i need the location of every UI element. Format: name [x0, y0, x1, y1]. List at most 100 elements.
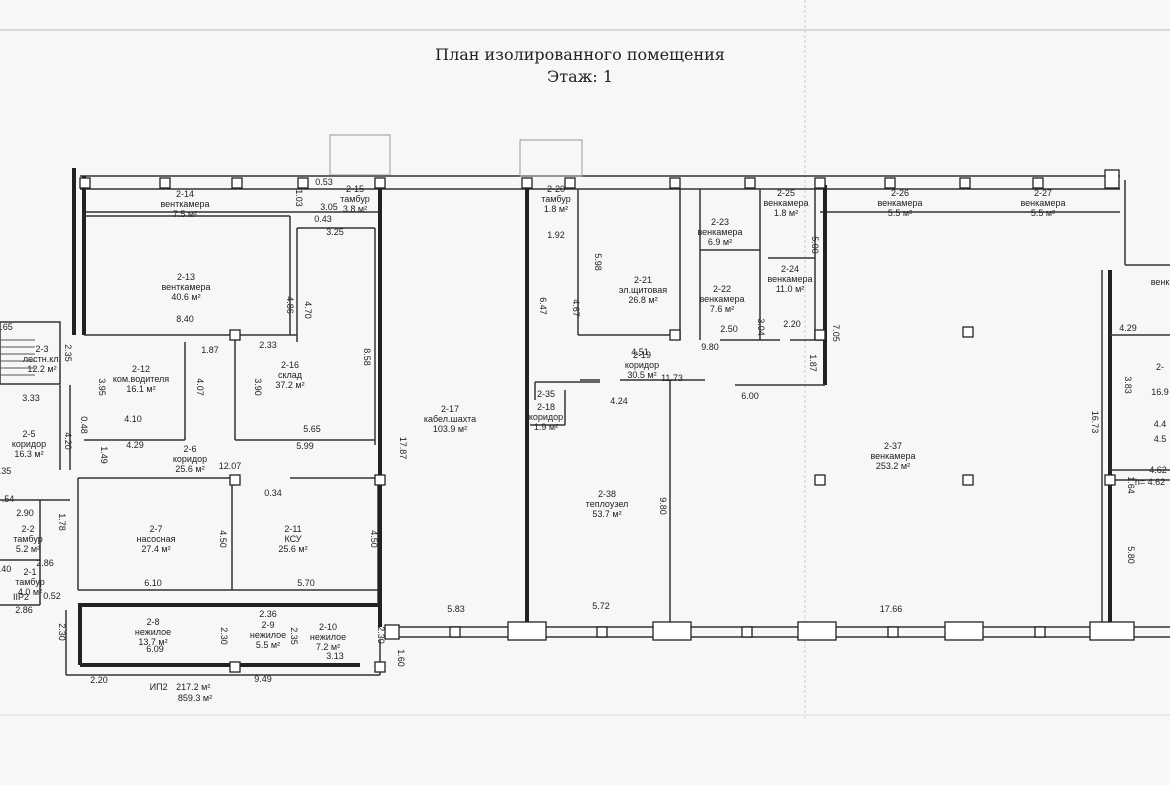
edge-text: 4.62: [1149, 465, 1167, 475]
dimension-label: 4.50: [218, 530, 228, 548]
dimension-label: 6.47: [538, 297, 548, 315]
dimension-label: 2.86: [15, 605, 33, 615]
dimension-label: 4.50: [369, 530, 379, 548]
dimension-label: 5.65: [303, 424, 321, 434]
dimension-label: 3.33: [22, 393, 40, 403]
edge-text: IIP2: [13, 592, 29, 602]
dimension-label: 5.83: [447, 604, 465, 614]
dimension-label: 2.36: [259, 609, 277, 619]
dimension-label: 6.10: [144, 578, 162, 588]
dimension-label: 0.53: [315, 177, 333, 187]
dimension-label: 6.09: [146, 644, 164, 654]
dimension-label: 17.87: [398, 437, 408, 460]
dimension-label: 3.05: [320, 202, 338, 212]
dimension-label: 3.25: [326, 227, 344, 237]
interior-walls: [0, 134, 1170, 627]
dimension-label: 4.10: [124, 414, 142, 424]
dimension-label: 17.66: [880, 604, 903, 614]
dimension-label: 5.99: [296, 441, 314, 451]
edge-text: венк: [1151, 277, 1170, 287]
dimension-label: 1.92: [547, 230, 565, 240]
dimension-label: 5.00: [810, 236, 820, 254]
dimension-label: 7.05: [831, 324, 841, 342]
edge-text: .54: [2, 494, 15, 504]
dimension-label: 5.70: [297, 578, 315, 588]
outer-walls: [65, 168, 1170, 676]
edge-text: 16.9: [1151, 387, 1169, 397]
dimension-label: 5.98: [593, 253, 603, 271]
dimension-label: 11.73: [661, 373, 683, 383]
dimension-label: 4.29: [1119, 323, 1137, 333]
dimension-label: 12.07: [219, 461, 242, 471]
dimension-label: 4.20: [63, 432, 73, 450]
dimension-label: 1.49: [99, 446, 109, 464]
dimension-label: 2.30: [219, 627, 229, 645]
dimension-label: 4.29: [126, 440, 144, 450]
dimension-label: 0.52: [43, 591, 61, 601]
dimension-label: 2.20: [90, 675, 108, 685]
dimension-label: 5.80: [1126, 546, 1136, 564]
edge-text: -.65: [0, 322, 13, 332]
dimension-label: 3.04: [756, 318, 766, 336]
dimension-label: 1.03: [294, 189, 304, 207]
dimension-label: 9.80: [701, 342, 719, 352]
edge-text: .40: [0, 564, 11, 574]
plan-title-line2: Этаж: 1: [546, 67, 613, 86]
dimension-label: 2.20: [783, 319, 801, 329]
dimension-label: 2.90: [16, 508, 34, 518]
dimension-label: 2.30: [57, 623, 67, 641]
dimension-label: 4.07: [195, 378, 205, 396]
room-label-2-35: 2-35: [537, 389, 555, 399]
summary-area2: 859.3 м²: [178, 693, 212, 703]
dimension-label: 6.00: [741, 391, 759, 401]
dimension-label: 1.87: [808, 354, 818, 372]
dimension-label: 2.35: [63, 344, 73, 362]
dimension-label: 1.78: [57, 513, 67, 531]
dimension-label: 9.49: [254, 674, 272, 684]
dimension-label: 5.72: [592, 601, 610, 611]
plan-title-line1: План изолированного помещения: [435, 45, 725, 64]
edge-text: 4.4: [1154, 419, 1167, 429]
dimension-label: 8.58: [362, 348, 372, 366]
dimension-label: 8.40: [176, 314, 194, 324]
dimension-label: 16.73: [1090, 411, 1100, 434]
dimension-label: 4.86: [285, 296, 295, 314]
columns: [79, 169, 1135, 673]
dimension-label: 1.64: [1126, 476, 1136, 494]
dimension-label: 1.60: [396, 649, 406, 667]
summary-ip2: ИП2: [150, 682, 168, 692]
dimension-label: 4.67: [571, 299, 581, 317]
dimension-label: 4.24: [610, 396, 628, 406]
dimension-label: 3.83: [1123, 376, 1133, 394]
edge-text: 4.5: [1154, 434, 1167, 444]
dimension-label: 1.87: [201, 345, 219, 355]
dimension-label: 2.33: [259, 340, 277, 350]
